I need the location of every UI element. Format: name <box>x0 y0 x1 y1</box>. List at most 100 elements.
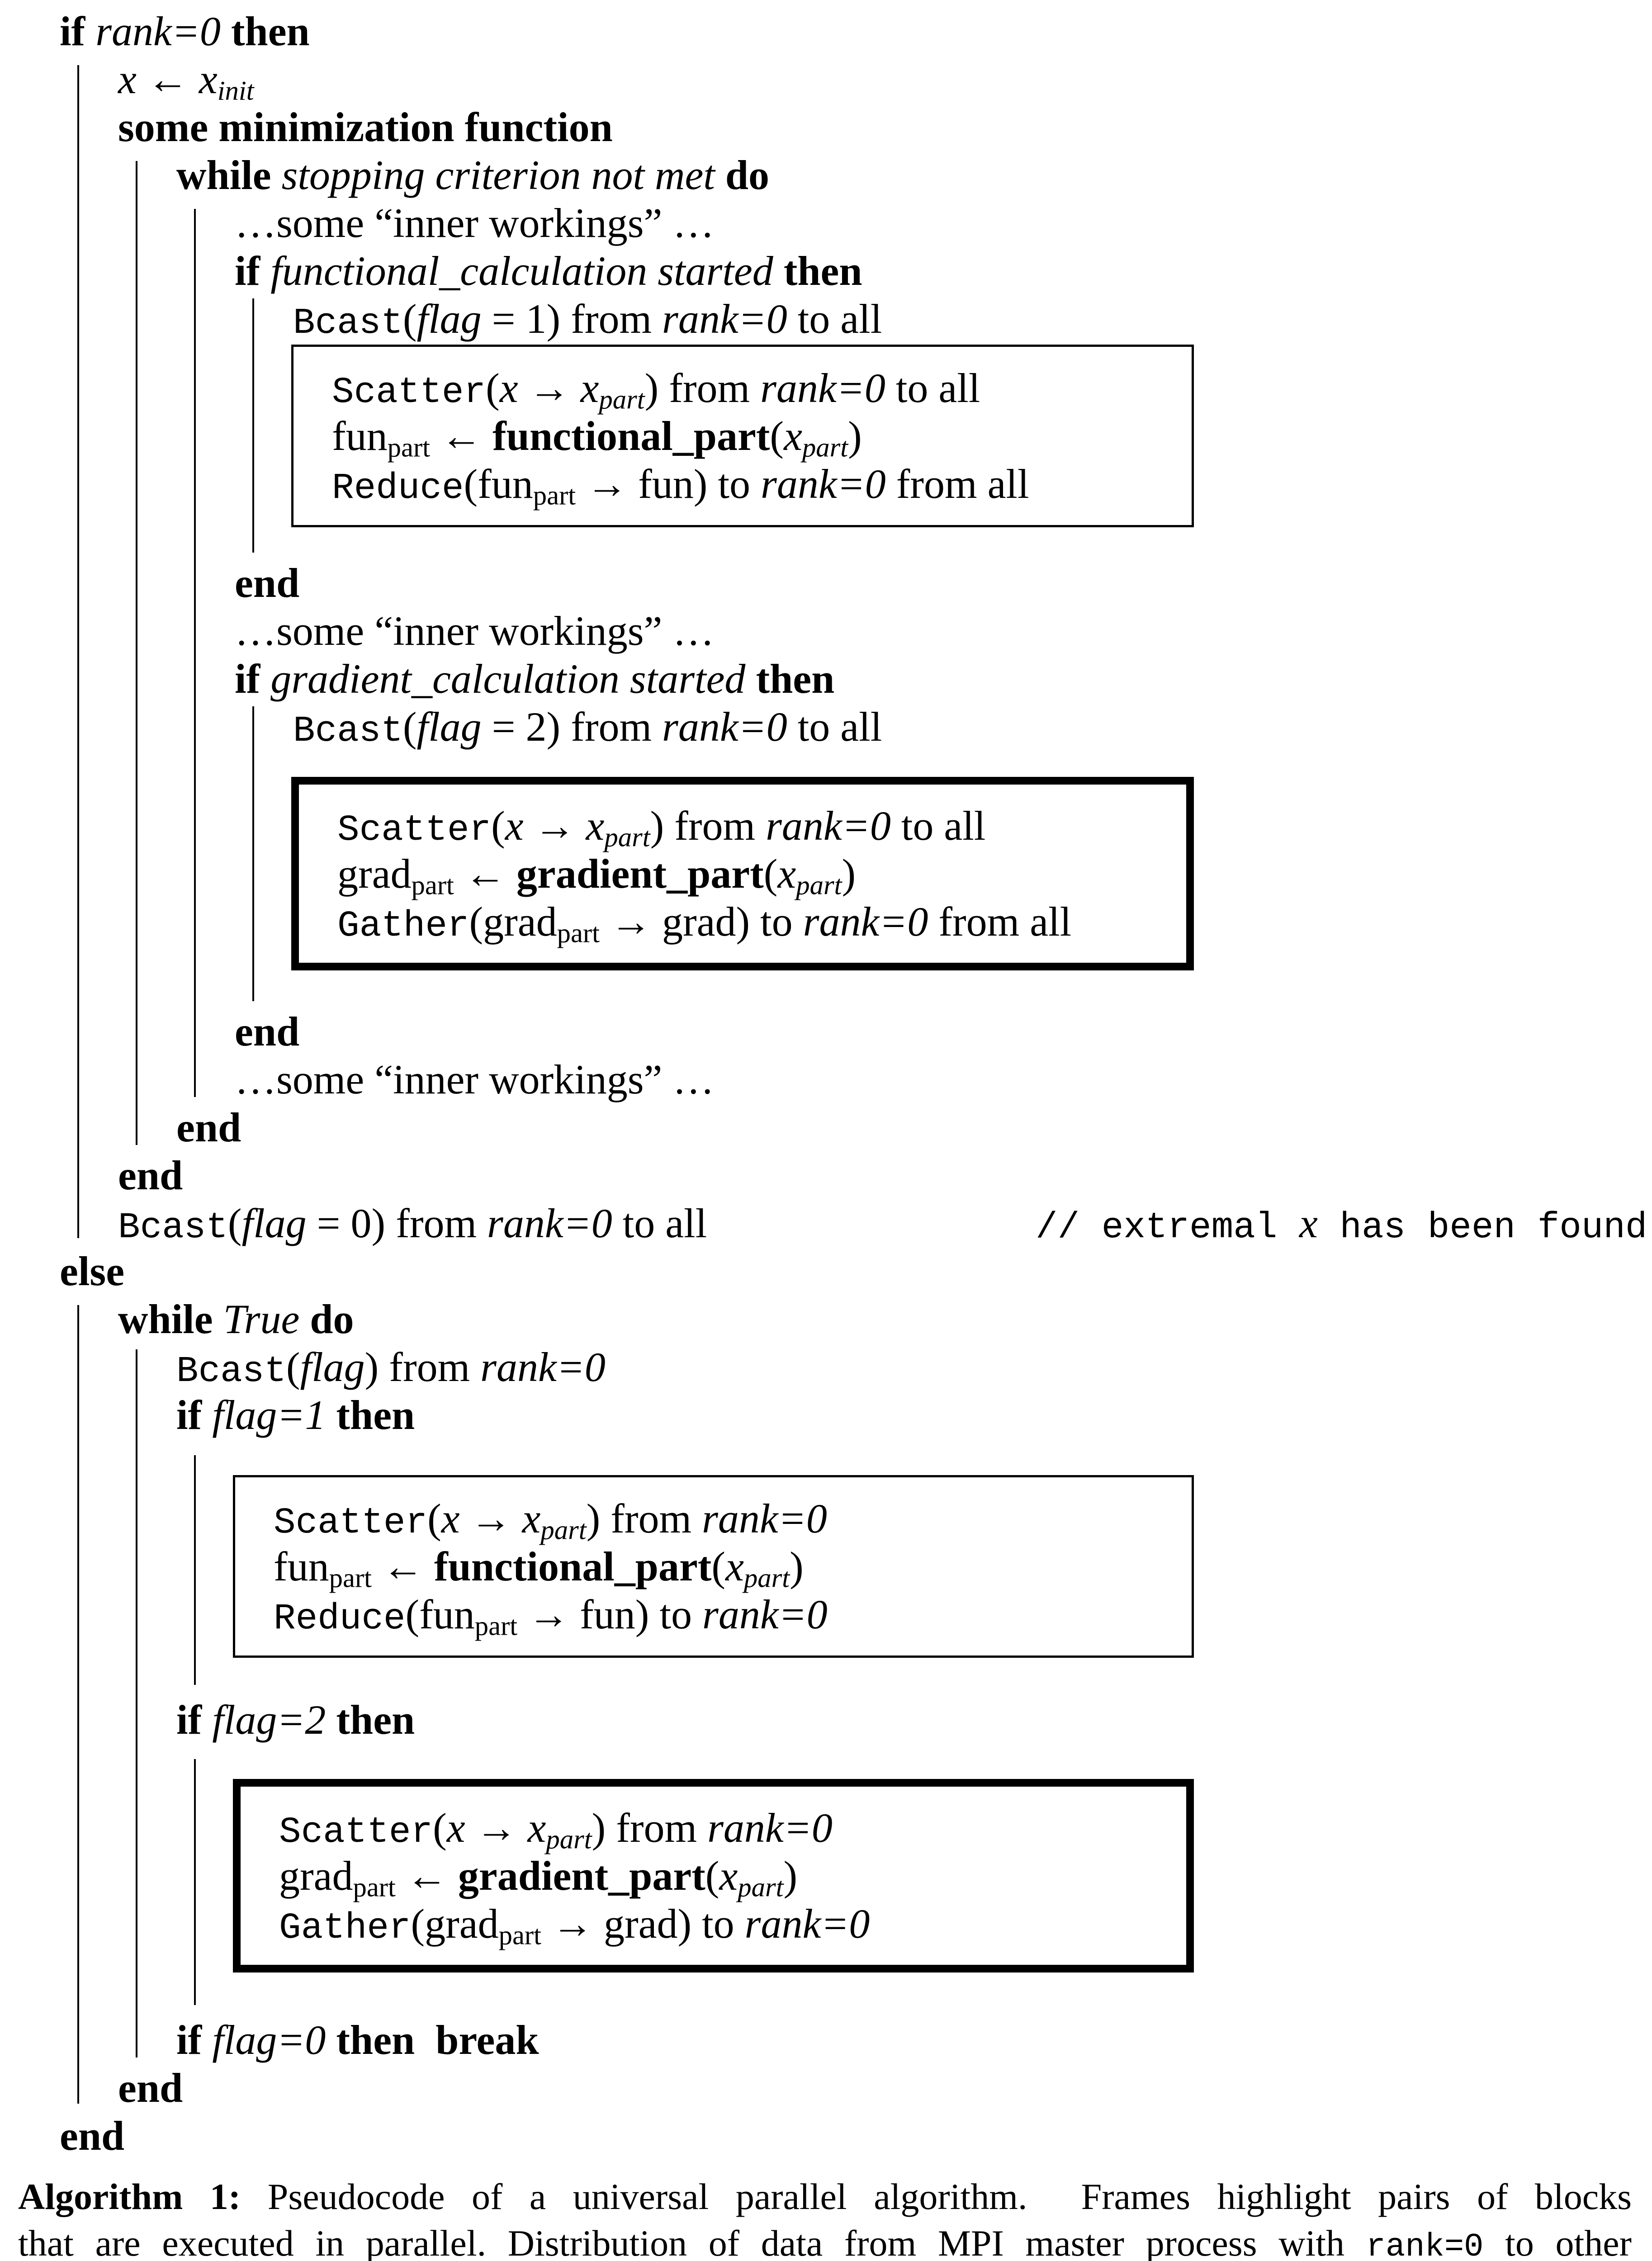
caption-line-1: Algorithm 1: Pseudocode of a universal p… <box>18 2173 1632 2220</box>
code-text-segment: → <box>465 1805 528 1851</box>
line-bcast-flag2: Bcast(flag = 2) from rank=0 to all <box>0 703 1652 752</box>
code-text-segment: to all <box>612 1200 707 1246</box>
figure-caption: Algorithm 1: Pseudocode of a universal p… <box>0 2160 1652 2261</box>
code-text-segment: rank=0 <box>760 365 885 411</box>
code-text-segment: then <box>220 8 310 54</box>
code-text-segment: then <box>326 1697 415 1743</box>
code-text-segment: x <box>586 803 605 849</box>
code-text-segment: = 1) from <box>481 296 663 342</box>
code-text-segment: (fun <box>405 1591 475 1637</box>
code-text-segment: rank=0 <box>707 1805 833 1851</box>
code-text-segment: True <box>223 1296 300 1342</box>
code-text-segment: x <box>527 1805 546 1851</box>
code-text-segment: part <box>546 1824 592 1855</box>
code-text-segment: rank=0 <box>487 1200 612 1246</box>
line-end-while-true: end <box>0 2064 1652 2112</box>
code-text-segment: while <box>118 1296 223 1342</box>
code-text-segment: if <box>60 8 96 54</box>
code-text-segment: Pseudocode of a universal parallel algor… <box>241 2176 1632 2217</box>
code-text-segment: rank=0 <box>761 461 886 507</box>
code-text-segment: rank=0 <box>744 1901 870 1947</box>
code-text-segment: (grad <box>469 899 557 945</box>
line-end-minfunc: end <box>0 1151 1652 1199</box>
code-text-segment: then <box>326 2017 426 2063</box>
code-text-segment: gradient_part <box>516 851 764 897</box>
box2-scatter: Scatter(x → xpart) from rank=0 to all <box>337 802 1173 853</box>
code-text-segment: → <box>518 365 581 411</box>
code-text-segment: Scatter <box>274 1503 428 1544</box>
code-text-segment: x <box>777 851 796 897</box>
code-text-segment: end <box>118 1152 183 1198</box>
code-text-segment: ( <box>402 296 417 342</box>
line-while-true: while True do <box>0 1295 1652 1343</box>
code-text-segment: ) from <box>592 1805 708 1851</box>
line-if-flag2: if flag=2 then <box>0 1696 1652 1744</box>
line-some-minimization: some minimization function <box>0 103 1652 151</box>
code-text-segment: ) <box>790 1543 804 1589</box>
code-text-segment: end <box>118 2065 183 2111</box>
code-text-segment: to all <box>890 803 986 849</box>
code-text-segment: ( <box>705 1853 719 1899</box>
code-text-segment: rank=0 <box>1366 2228 1484 2261</box>
line-if-flag1: if flag=1 then <box>0 1391 1652 1439</box>
code-text-segment: has been found <box>1317 1207 1647 1249</box>
line-inner-workings-1: …some “inner workings” … <box>0 199 1652 247</box>
code-text-segment: grad <box>337 851 412 897</box>
code-text-segment: part <box>387 432 431 463</box>
code-text-segment: Scatter <box>332 372 486 413</box>
code-text-segment: to all <box>885 365 980 411</box>
code-text-segment: flag=1 <box>212 1392 326 1438</box>
code-text-segment: grad <box>279 1853 353 1899</box>
inline-comment: // extremal x has been found <box>1036 1199 1647 1252</box>
code-text-segment: part <box>802 432 848 463</box>
code-text-segment: ) from <box>364 1344 481 1390</box>
line-bcast-flag0: Bcast(flag = 0) from rank=0 to all// ext… <box>0 1199 1652 1249</box>
line-end-functional: end <box>0 559 1652 607</box>
code-text-segment: (grad <box>411 1901 499 1947</box>
box1-reduce: Reduce(funpart → fun) to rank=0 from all <box>332 460 1178 511</box>
code-text-segment: to other <box>1483 2223 1632 2261</box>
code-text-segment: x <box>505 803 524 849</box>
code-text-segment: ( <box>770 413 784 459</box>
code-text-segment: from all <box>885 461 1029 507</box>
code-text-segment: then <box>326 1392 415 1438</box>
code-text-segment: ) from <box>586 1495 702 1542</box>
code-text-segment: ) from <box>650 803 766 849</box>
code-text-segment: x <box>446 1805 465 1851</box>
code-text-segment: Scatter <box>279 1812 433 1853</box>
block-indent-rule <box>77 65 79 1238</box>
code-text-segment: end <box>176 1104 241 1150</box>
code-text-segment: rank=0 <box>766 803 891 849</box>
code-text-segment: ( <box>227 1200 242 1246</box>
code-text-segment: …some “inner workings” … <box>235 608 715 654</box>
code-text-segment: x <box>522 1495 541 1542</box>
code-text-segment: x <box>719 1853 738 1899</box>
box1-funpart: funpart ← functional_part(xpart) <box>332 412 1178 463</box>
line-if-gradient: if gradient_calculation started then <box>0 655 1652 703</box>
code-text-segment: Scatter <box>337 810 492 851</box>
block-indent-rule <box>194 209 196 1097</box>
code-text-segment: functional_part <box>492 413 770 459</box>
code-text-segment: Algorithm 1: <box>18 2176 241 2217</box>
code-text-segment: ) <box>783 1853 798 1899</box>
box3-reduce: Reduce(funpart → fun) to rank=0 <box>274 1590 1178 1641</box>
code-text-segment: ( <box>491 803 505 849</box>
code-text-segment: do <box>299 1296 354 1342</box>
code-text-segment: Bcast <box>293 303 403 344</box>
code-text-segment: if <box>235 248 271 294</box>
code-text-segment: → grad) to <box>600 899 803 945</box>
code-text-segment: ) from <box>644 365 761 411</box>
code-text-segment: // extremal <box>1036 1207 1299 1249</box>
code-text-segment: part <box>604 822 650 853</box>
line-inner-workings-3: …some “inner workings” … <box>0 1055 1652 1103</box>
code-text-segment: if <box>176 1697 213 1743</box>
code-text-segment: → <box>523 803 586 849</box>
code-text-segment: (fun <box>464 461 533 507</box>
code-text-segment: x <box>580 365 599 411</box>
code-text-segment: if <box>235 656 271 702</box>
code-text-segment: part <box>533 480 576 511</box>
code-text-segment: rank=0 <box>803 899 928 945</box>
block-indent-rule <box>252 706 254 1001</box>
